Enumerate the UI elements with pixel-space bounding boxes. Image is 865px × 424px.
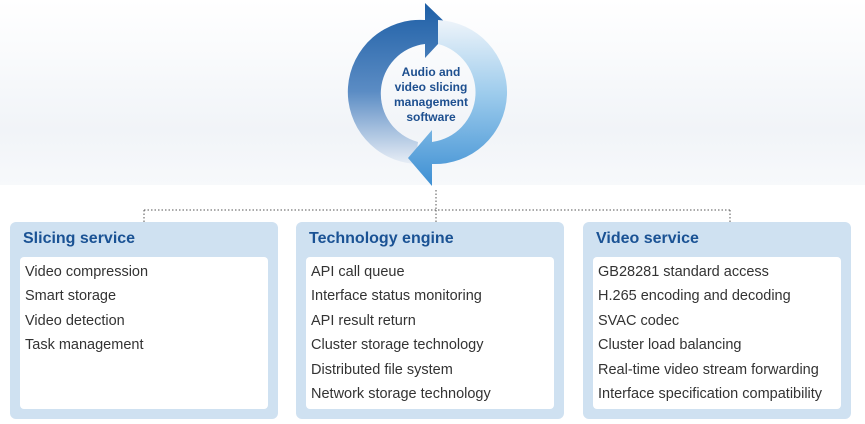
center-title-line: management xyxy=(393,95,469,109)
center-title-line: Audio and xyxy=(401,65,461,79)
list-item: SVAC codec xyxy=(598,312,680,329)
list-item: Video compression xyxy=(25,264,149,280)
panel-body: Video compression Smart storage Video de… xyxy=(20,257,268,409)
panel-title: Video service xyxy=(596,230,699,247)
list-item: Smart storage xyxy=(25,288,117,305)
list-item: Interface specification compatibility xyxy=(598,385,823,402)
connector-lines xyxy=(143,190,731,222)
list-item: Distributed file system xyxy=(311,361,453,378)
cycle-arrow-left xyxy=(347,3,452,164)
panel-video-service: Video service GB28281 standard access H.… xyxy=(583,222,851,419)
panel-title: Slicing service xyxy=(23,230,136,247)
panel-body: API call queue Interface status monitori… xyxy=(306,257,554,409)
panel-technology-engine: Technology engine API call queue Interfa… xyxy=(296,222,564,419)
list-item: Video detection xyxy=(25,312,125,329)
list-item: Task management xyxy=(25,337,144,354)
center-title-line: video slicing xyxy=(394,80,468,94)
list-item: API call queue xyxy=(311,264,405,280)
panel-title: Technology engine xyxy=(309,230,454,247)
list-item: Network storage technology xyxy=(311,385,491,402)
list-item: H.265 encoding and decoding xyxy=(598,288,791,305)
list-item: Cluster load balancing xyxy=(598,337,742,354)
list-item: GB28281 standard access xyxy=(598,264,769,280)
list-item: Interface status monitoring xyxy=(311,288,482,305)
cycle-arrow-right xyxy=(408,20,508,186)
list-item: Real-time video stream forwarding xyxy=(598,361,819,378)
center-title-line: software xyxy=(406,110,456,124)
center-title: Audio and video slicing management softw… xyxy=(380,65,482,125)
panel-body: GB28281 standard access H.265 encoding a… xyxy=(593,257,841,409)
panel-slicing-service: Slicing service Video compression Smart … xyxy=(10,222,278,419)
list-item: Cluster storage technology xyxy=(311,337,484,354)
list-item: API result return xyxy=(311,312,416,329)
